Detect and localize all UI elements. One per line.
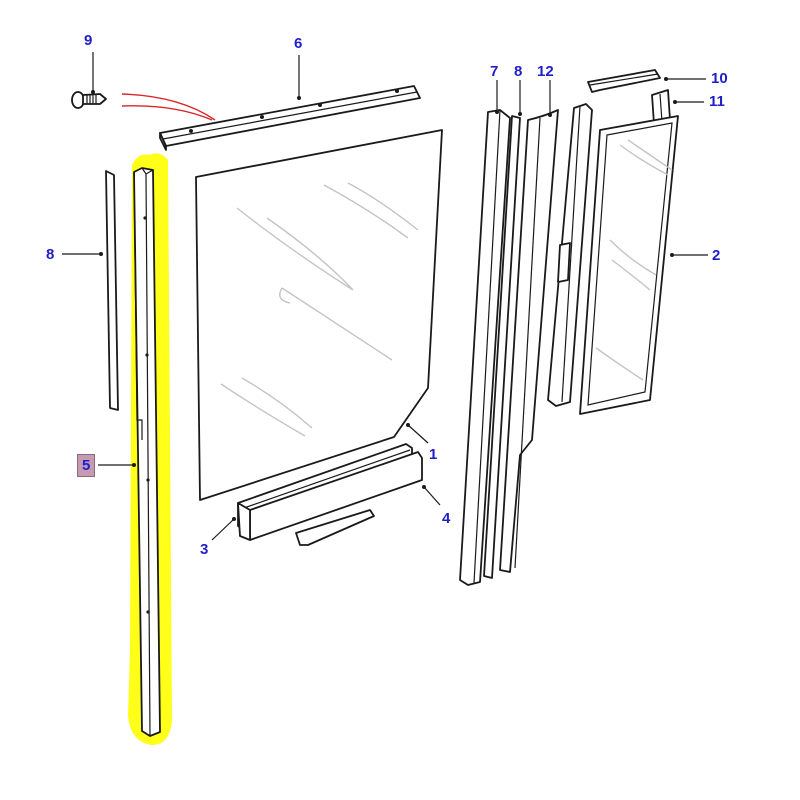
callout-11[interactable]: 9 (84, 32, 93, 49)
callout-9[interactable]: 10 (711, 70, 728, 87)
callout-3[interactable]: 3 (200, 541, 209, 558)
callout-12[interactable]: 12 (537, 63, 554, 80)
screw-guide-line (121, 93, 216, 121)
part-8-seal-strip-right[interactable] (483, 115, 521, 579)
callout-10[interactable]: 11 (709, 93, 725, 110)
part-1-glass-pane[interactable] (195, 129, 443, 501)
part-6-upper-rail[interactable] (159, 85, 421, 151)
callout-1[interactable]: 1 (429, 446, 438, 463)
center-guide-channel[interactable] (547, 103, 593, 407)
callout-8-left[interactable]: 8 (46, 246, 55, 263)
screw-guide-line (121, 105, 213, 121)
part-7-run-channel[interactable] (459, 109, 511, 586)
leader-lines (62, 52, 708, 541)
part-8-seal-strip-left[interactable] (105, 170, 119, 411)
part-11-screw[interactable] (71, 91, 107, 109)
callout-7[interactable]: 7 (490, 63, 499, 80)
callout-8-right[interactable]: 8 (514, 63, 523, 80)
callout-6[interactable]: 6 (294, 35, 303, 52)
callout-2[interactable]: 2 (712, 247, 721, 264)
part-12-curved-channel[interactable] (499, 109, 559, 573)
part-3-channel-end[interactable] (237, 502, 251, 541)
callout-4[interactable]: 4 (442, 510, 451, 527)
part-9-top-cap[interactable] (587, 69, 661, 93)
part-2-sliding-frame[interactable] (579, 115, 679, 415)
part-5-vertical-channel[interactable] (133, 167, 161, 737)
callout-5-selected[interactable]: 5 (77, 454, 96, 477)
